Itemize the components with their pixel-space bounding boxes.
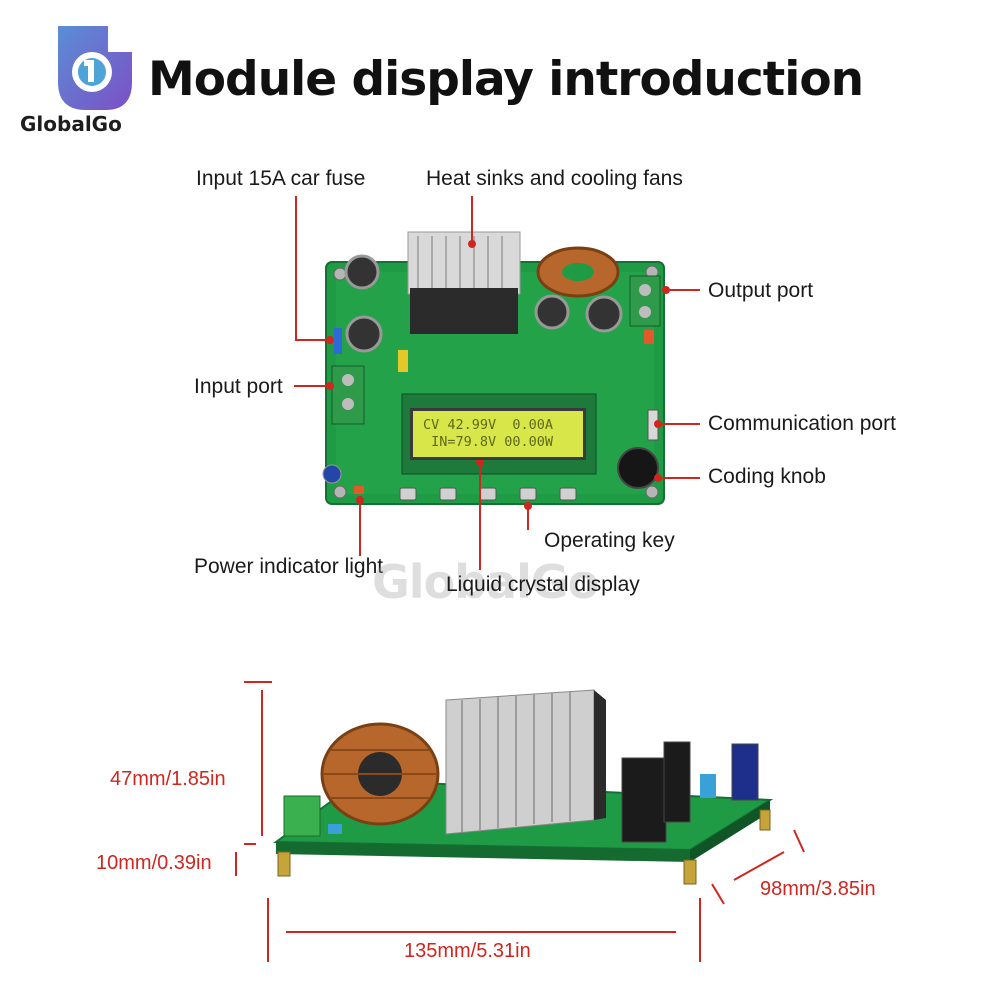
callout-input-port: Input port (194, 375, 283, 398)
callout-fuse: Input 15A car fuse (196, 167, 366, 190)
dim-base: 10mm/0.39in (96, 852, 212, 874)
callout-coding-knob: Coding knob (708, 465, 826, 488)
callout-output-port: Output port (708, 279, 814, 302)
brand-name: GlobalGo (20, 112, 122, 136)
page-title: Module display introduction (148, 52, 864, 107)
watermark: GlobalGo (372, 555, 599, 609)
lcd-line-2: IN=79.8V 00.00W (423, 434, 554, 450)
callout-lcd: Liquid crystal display (446, 573, 640, 596)
lcd-screen: CV 42.99V 0.00A IN=79.8V 00.00W (410, 408, 586, 460)
dim-length: 135mm/5.31in (404, 940, 531, 962)
dim-width: 98mm/3.85in (760, 878, 876, 900)
callout-heatsink: Heat sinks and cooling fans (426, 167, 683, 190)
callout-comm-port: Communication port (708, 412, 896, 435)
dim-height: 47mm/1.85in (110, 768, 226, 790)
callout-operating-key: Operating key (544, 529, 675, 552)
lcd-line-1: CV 42.99V 0.00A (423, 417, 554, 433)
callout-power-light: Power indicator light (194, 555, 384, 578)
